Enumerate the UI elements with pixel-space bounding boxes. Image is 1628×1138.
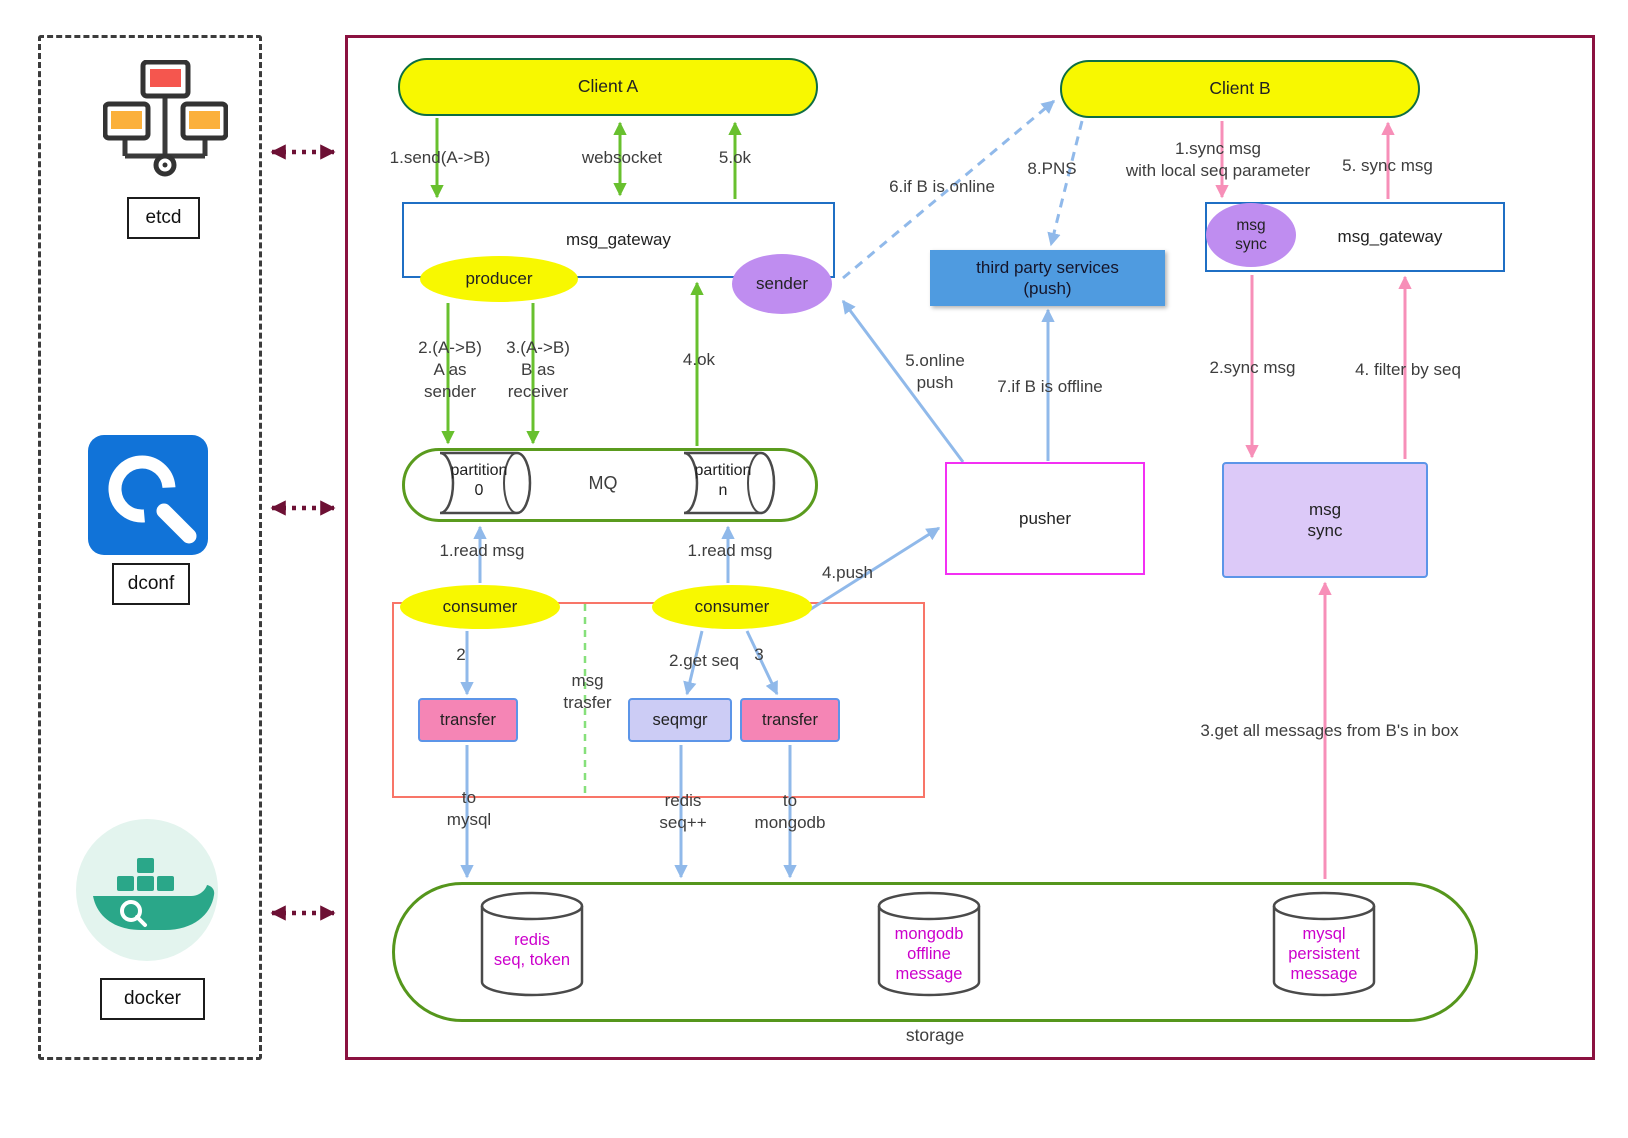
label-ok-5: 5.ok — [718, 148, 752, 167]
partition-n-cylinder-shape — [683, 451, 776, 515]
label-get-seq: 2.get seq — [669, 651, 739, 670]
infra-panel-border — [38, 35, 262, 1060]
label-get-all-msgs: 3.get all messages from B's in box — [1200, 721, 1459, 740]
arrow-pns — [1047, 120, 1084, 247]
label-sync-msg-2: 2.sync msg — [1209, 358, 1296, 377]
sender-node: sender — [732, 254, 832, 314]
consumer-left-node: consumer — [400, 585, 560, 629]
pusher-node: pusher — [945, 462, 1145, 575]
client-b-node: Client B — [1060, 60, 1420, 118]
label-a-as-sender: 2.(A->B) A as sender — [418, 338, 482, 402]
label-to-mysql: to mysql — [446, 788, 492, 830]
label-step-3: 3 — [754, 645, 764, 664]
label-step-2: 2 — [456, 645, 466, 664]
label-ok-4: 4.ok — [682, 350, 716, 369]
redis-cylinder-shape — [480, 891, 584, 997]
redis-label: redis seq, token — [493, 931, 571, 970]
main-diagram-border — [345, 35, 1595, 1060]
arrow-if-b-online — [842, 99, 1056, 280]
label-websocket: websocket — [581, 148, 663, 167]
label-to-mongodb: to mongodb — [754, 791, 826, 833]
arrow-consumer-seqmgr — [683, 630, 704, 696]
partition-0-label: partition 0 — [450, 462, 508, 499]
label-if-b-online: 6.if B is online — [889, 177, 995, 196]
transfer-right-node: transfer — [740, 698, 840, 742]
mq-partition-n-node: partition n — [668, 450, 778, 516]
label-filter-by-seq: 4. filter by seq — [1355, 360, 1461, 379]
mq-label: MQ — [588, 473, 618, 493]
client-a-node: Client A — [398, 58, 818, 116]
mysql-cylinder-shape — [1272, 891, 1376, 997]
etcd-label: etcd — [145, 207, 182, 228]
label-b-as-receiver: 3.(A->B) B as receiver — [506, 338, 570, 402]
docker-label-box: docker — [100, 978, 205, 1020]
label-if-b-offline: 7.if B is offline — [997, 377, 1103, 396]
msg-trasfer-label: msg trasfer — [563, 671, 612, 713]
label-send-ab: 1.send(A->B) — [389, 148, 491, 167]
mysql-label: mysql persistent message — [1288, 925, 1360, 984]
seqmgr-node: seqmgr — [628, 698, 732, 742]
dconf-label-box: dconf — [112, 563, 190, 605]
label-read-msg-right: 1.read msg — [687, 541, 773, 560]
mq-partition-0-node: partition 0 — [424, 450, 534, 516]
label-sync-msg-local: 1.sync msg with local seq parameter — [1125, 139, 1311, 181]
mysql-db-node: mysql persistent message — [1270, 888, 1378, 1000]
consumer-right-node: consumer — [652, 585, 812, 629]
partition-n-label: partition n — [694, 462, 752, 499]
mongodb-label: mongodb offline message — [894, 925, 964, 984]
label-read-msg-left: 1.read msg — [439, 541, 525, 560]
arrow-push-4 — [802, 526, 941, 616]
label-pns: 8.PNS — [1027, 159, 1077, 178]
dconf-wrench-icon — [85, 432, 215, 560]
arrow-online-push — [841, 299, 965, 463]
mongodb-cylinder-shape — [877, 891, 981, 997]
label-push-4: 4.push — [821, 563, 874, 582]
arrow-consumer-transfer-right — [745, 630, 779, 696]
label-online-push: 5.online push — [905, 351, 965, 393]
etcd-cluster-icon — [102, 59, 229, 195]
producer-node: producer — [420, 256, 578, 302]
storage-label: storage — [905, 1025, 965, 1045]
partition-0-cylinder-shape — [439, 451, 532, 515]
third-party-services-node: third party services (push) — [930, 250, 1165, 306]
msg-sync-box-node: msg sync — [1222, 462, 1428, 578]
dconf-label: dconf — [127, 573, 175, 594]
docker-label: docker — [123, 988, 182, 1009]
docker-whale-icon — [75, 818, 220, 963]
transfer-left-node: transfer — [418, 698, 518, 742]
redis-db-node: redis seq, token — [478, 888, 586, 1000]
label-sync-msg-5: 5. sync msg — [1342, 156, 1433, 175]
label-redis-seq-inc: redis seq++ — [659, 791, 707, 833]
etcd-label-box: etcd — [127, 197, 200, 239]
msg-sync-badge: msg sync — [1206, 203, 1296, 267]
mongodb-db-node: mongodb offline message — [875, 888, 983, 1000]
